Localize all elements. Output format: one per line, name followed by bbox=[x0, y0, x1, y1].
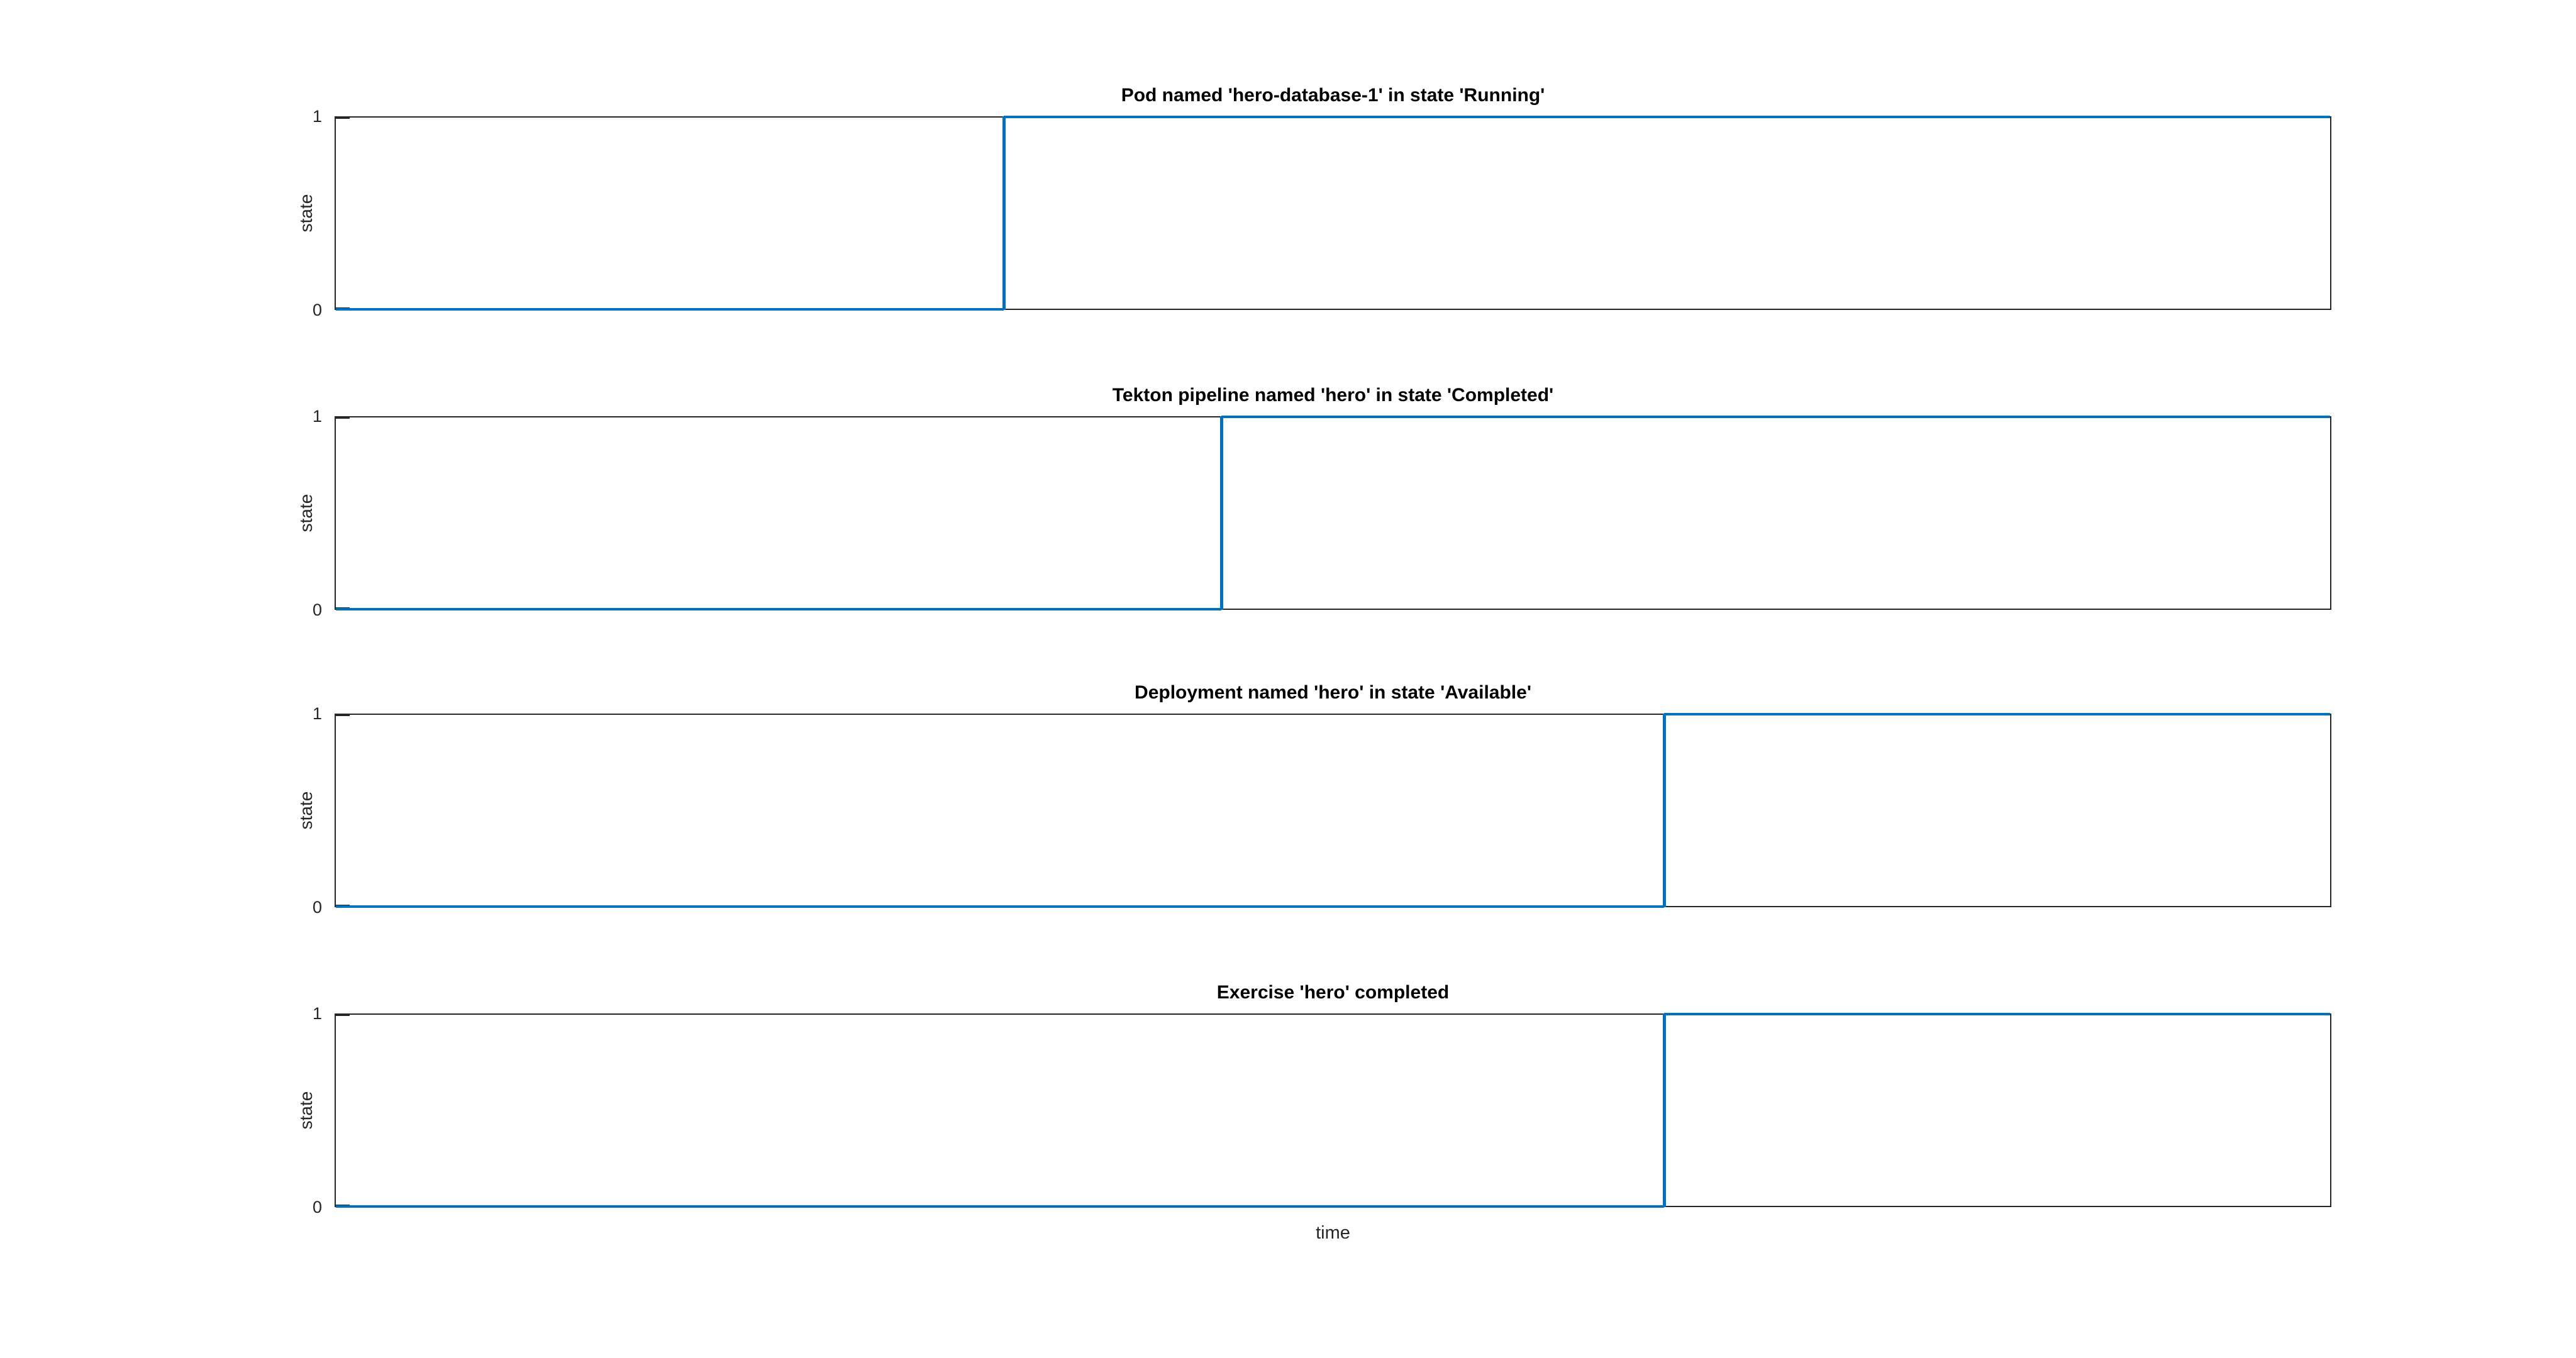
step-line-high-segment bbox=[1663, 1013, 2330, 1015]
step-line-rise-segment bbox=[1002, 116, 1006, 310]
chart-title: Exercise 'hero' completed bbox=[1216, 982, 1450, 1003]
x-axis-label: time bbox=[1316, 1223, 1350, 1243]
y-tick-label-1: 1 bbox=[312, 1004, 322, 1023]
y-tick-label-1: 1 bbox=[312, 107, 322, 126]
step-line-high-segment bbox=[1663, 713, 2330, 715]
step-line-rise-segment bbox=[1662, 1013, 1666, 1207]
step-line-high-segment bbox=[1221, 416, 2330, 418]
y-tick-label-0: 0 bbox=[312, 600, 322, 619]
step-line-rise-segment bbox=[1219, 416, 1223, 610]
chart-title: Pod named 'hero-database-1' in state 'Ru… bbox=[1121, 85, 1545, 106]
chart-title: Deployment named 'hero' in state 'Availa… bbox=[1135, 682, 1531, 703]
plot-area bbox=[335, 116, 2331, 311]
state-chart-panel: Tekton pipeline named 'hero' in state 'C… bbox=[0, 385, 2576, 619]
y-tick-label-0: 0 bbox=[312, 1198, 322, 1217]
state-chart-panel: Exercise 'hero' completed state 1 0 bbox=[0, 982, 2576, 1217]
y-tick-mark-1 bbox=[336, 1015, 350, 1016]
state-chart-panel: Deployment named 'hero' in state 'Availa… bbox=[0, 682, 2576, 917]
chart-title: Tekton pipeline named 'hero' in state 'C… bbox=[1112, 385, 1554, 406]
step-line-rise-segment bbox=[1662, 714, 1666, 907]
y-tick-mark-1 bbox=[336, 417, 350, 419]
y-axis-label: state bbox=[296, 194, 316, 233]
y-tick-label-1: 1 bbox=[312, 407, 322, 426]
plot-area bbox=[335, 1013, 2331, 1208]
state-chart-panel: Pod named 'hero-database-1' in state 'Ru… bbox=[0, 85, 2576, 319]
step-line-low-segment bbox=[336, 1205, 1664, 1208]
y-axis-label: state bbox=[296, 1091, 316, 1130]
step-line-low-segment bbox=[336, 308, 1004, 311]
step-line-high-segment bbox=[1004, 116, 2330, 118]
y-axis-label: state bbox=[296, 791, 316, 830]
y-tick-label-1: 1 bbox=[312, 704, 322, 723]
step-line-low-segment bbox=[336, 905, 1664, 908]
plot-area bbox=[335, 713, 2331, 908]
y-axis-label: state bbox=[296, 494, 316, 533]
y-tick-label-0: 0 bbox=[312, 301, 322, 319]
step-line-low-segment bbox=[336, 608, 1221, 610]
y-tick-mark-1 bbox=[336, 118, 350, 119]
y-tick-label-0: 0 bbox=[312, 898, 322, 917]
y-tick-mark-1 bbox=[336, 715, 350, 716]
plot-area bbox=[335, 416, 2331, 610]
